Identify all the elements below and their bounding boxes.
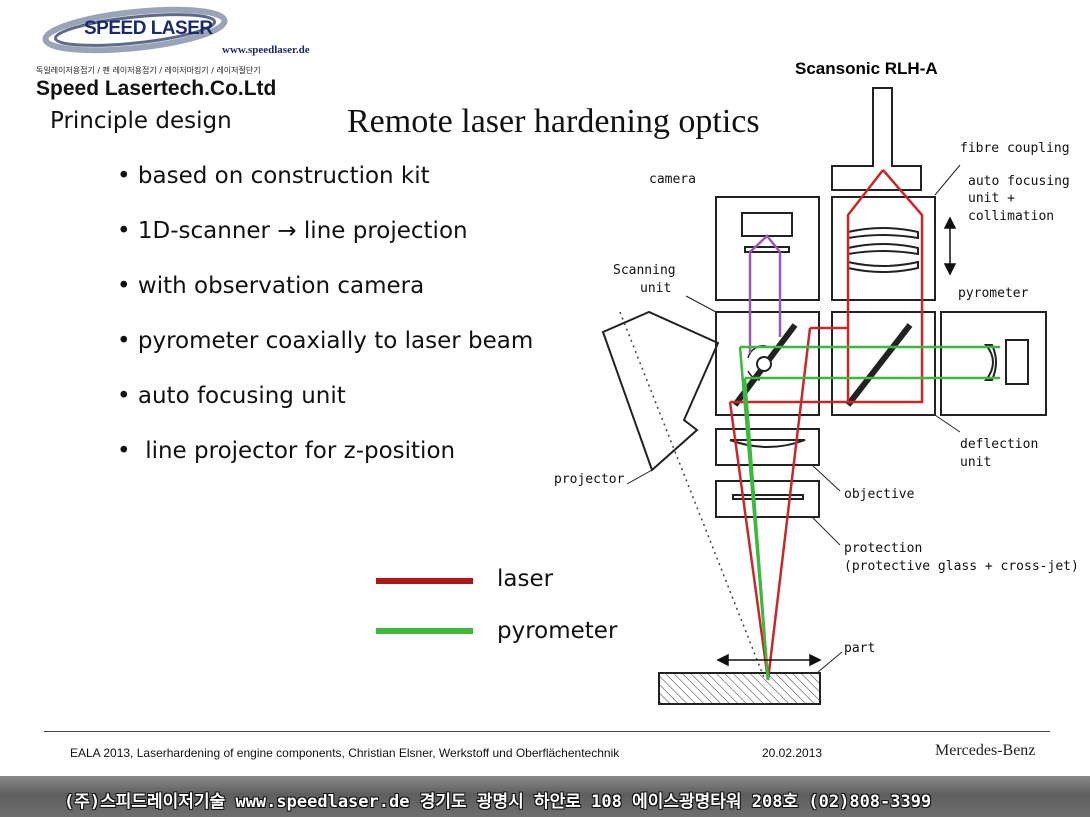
label-deflection: deflection	[960, 437, 1038, 452]
logo-korean-tagline: 독일레이저용접기 / 펜 레이저용접기 / 레이저마킹기 / 레이저절단기	[36, 66, 261, 75]
part	[658, 672, 821, 705]
slide-title: Remote laser hardening optics	[347, 103, 760, 140]
bullet-text: pyrometer coaxially to laser beam	[137, 328, 534, 354]
label-pyrometer: pyrometer	[958, 286, 1029, 301]
logo-url[interactable]: www.speedlaser.de	[222, 44, 310, 56]
label-protection: protection	[844, 541, 922, 556]
collimation-lens-3	[847, 260, 919, 273]
bullet-item: • line projector for z-position	[117, 438, 456, 464]
camera-sensor	[741, 212, 793, 237]
collimation-lens-2	[847, 243, 919, 256]
legend-swatch-pyrometer	[376, 628, 473, 634]
footer-brand: Mercedes-Benz	[935, 742, 1036, 759]
label-part: part	[844, 641, 875, 656]
bottom-bar: (주)스피드레이저기술 www.speedlaser.de 경기도 광명시 하안…	[0, 776, 1090, 817]
legend-label-pyrometer: pyrometer	[497, 618, 618, 644]
deflection-box	[831, 311, 936, 416]
label-fibre-coupling: fibre coupling	[960, 141, 1070, 156]
footer-citation: EALA 2013, Laserhardening of engine comp…	[70, 746, 620, 760]
legend-swatch-laser	[376, 578, 473, 584]
bullet-item: • pyrometer coaxially to laser beam	[117, 328, 534, 354]
fibre-coupling	[831, 87, 922, 191]
label-scanning-2: unit	[640, 281, 671, 296]
label-camera: camera	[649, 172, 696, 187]
bullet-text: auto focusing unit	[137, 383, 346, 409]
objective-box	[715, 428, 820, 466]
diagram-title: Scansonic RLH-A	[795, 59, 938, 78]
label-projector: projector	[554, 472, 625, 487]
label-auto-focusing-3: collimation	[968, 209, 1054, 224]
bullet-item: • with observation camera	[117, 273, 425, 299]
collimation-lens-1	[847, 227, 919, 240]
bullet-text: based on construction kit	[137, 163, 430, 189]
collimation-box	[831, 196, 936, 301]
bullet-text: 1D-scanner → line projection	[137, 218, 468, 244]
slide-subtitle: Principle design	[50, 108, 232, 134]
pyrometer-lens	[983, 344, 997, 381]
label-deflection-2: unit	[960, 455, 991, 470]
bullet-item: • auto focusing unit	[117, 383, 346, 409]
company-name: Speed Lasertech.Co.Ltd	[36, 77, 277, 100]
scanning-box	[715, 311, 820, 416]
protection-box	[715, 480, 820, 518]
label-auto-focusing: auto focusing	[968, 174, 1070, 189]
bullet-item: • 1D-scanner → line projection	[117, 218, 468, 244]
footer-date: 20.02.2013	[762, 746, 823, 760]
bottom-bar-text: (주)스피드레이저기술 www.speedlaser.de 경기도 광명시 하안…	[64, 792, 932, 812]
pyrometer-box	[940, 311, 1047, 416]
scanner-pivot	[756, 356, 772, 372]
legend-label-laser: laser	[497, 566, 554, 592]
label-scanning: Scanning	[613, 263, 676, 278]
logo-swoosh	[42, 6, 228, 54]
label-protection-2: (protective glass + cross-jet)	[844, 559, 1079, 574]
deflection-mirror	[845, 323, 913, 407]
label-objective: objective	[844, 487, 915, 502]
protection-glass	[732, 494, 804, 500]
optics-diagram: fibre coupling auto focusing unit + coll…	[554, 87, 1079, 705]
projector	[601, 310, 720, 472]
pyrometer-sensor	[1005, 339, 1029, 385]
legend: laser pyrometer	[376, 566, 636, 656]
camera-box	[715, 196, 820, 301]
logo: SPEED LASER www.speedlaser.de 독일레이저용접기 /…	[36, 4, 340, 102]
bullet-item: • based on construction kit	[117, 163, 430, 189]
logo-brand: SPEED LASER	[84, 18, 213, 39]
bullet-text: with observation camera	[137, 273, 425, 299]
objective-lens	[729, 439, 806, 448]
footer-divider	[44, 731, 1050, 732]
label-auto-focusing-2: unit +	[968, 191, 1015, 206]
bullet-text: line projector for z-position	[145, 438, 456, 464]
